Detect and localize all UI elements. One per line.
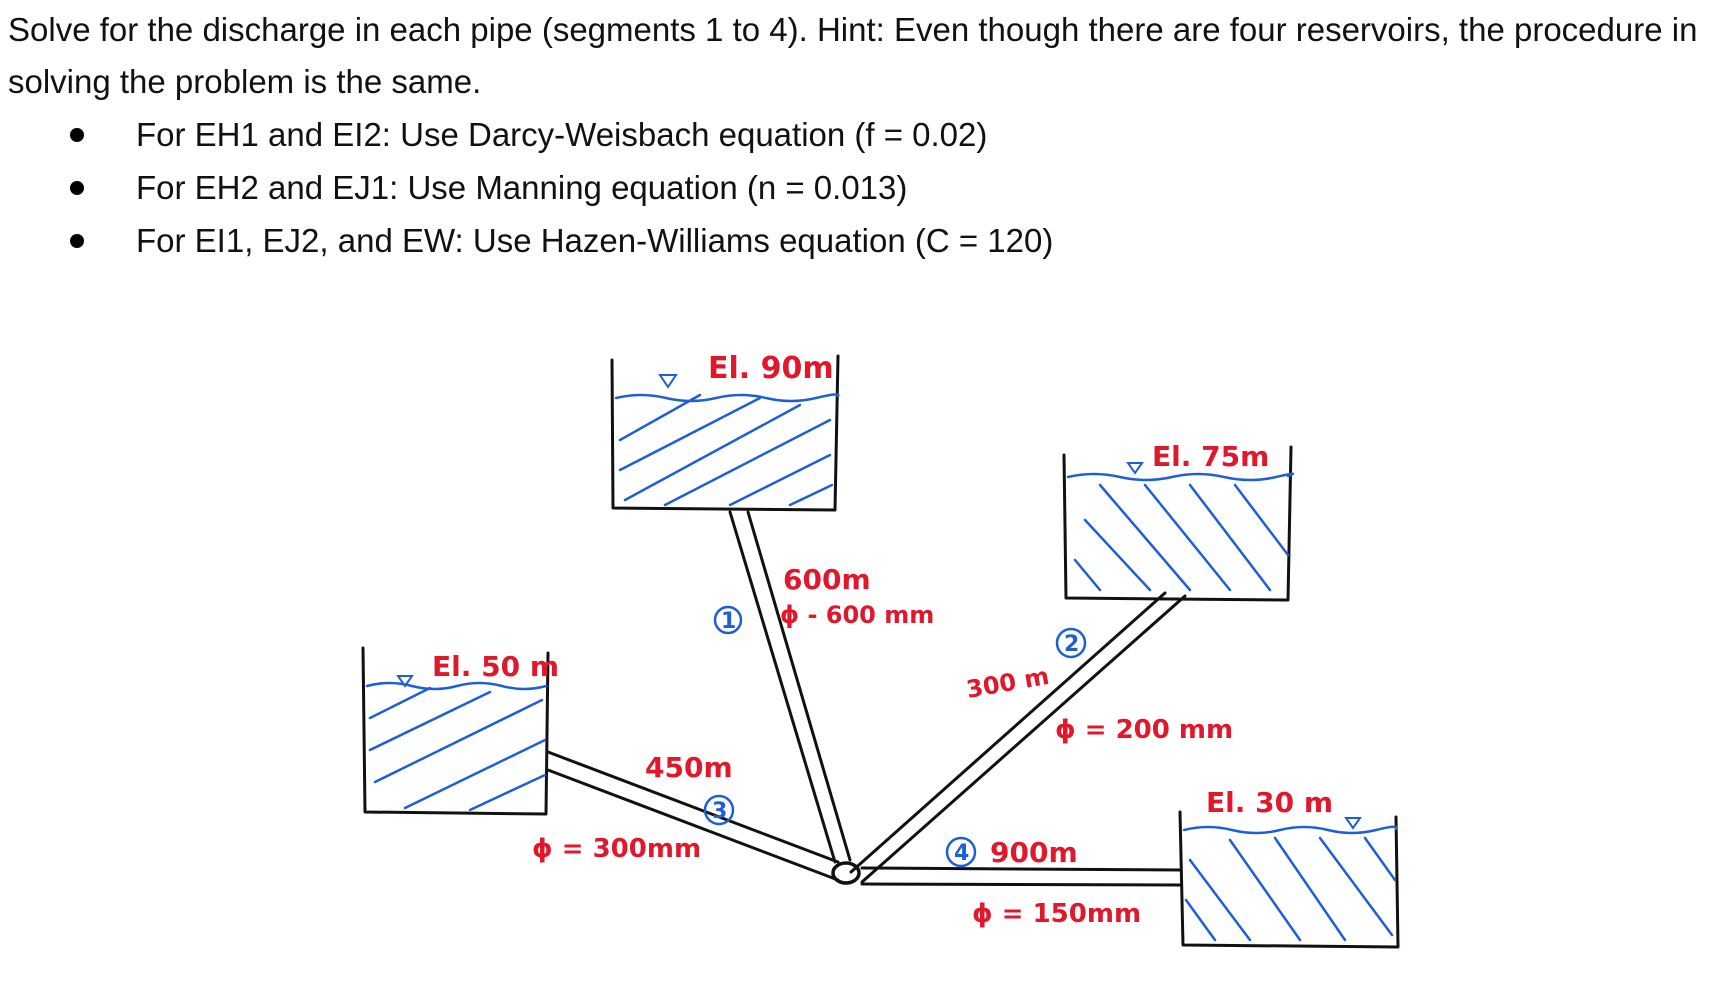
elevation-label-left: El. 50 m: [432, 650, 559, 683]
pipe-2: [849, 591, 1187, 884]
pipe-number-circle: [945, 836, 977, 868]
equation-rule-3: For EI1, EJ2, and EW: Use Hazen-Williams…: [136, 222, 1054, 259]
pipe-2-diameter: ϕ = 200 mm: [1055, 715, 1233, 745]
equation-list: For EH1 and EI2: Use Darcy-Weisbach equa…: [8, 108, 1708, 267]
pipe-1: [728, 510, 852, 864]
pipe-3: [546, 750, 840, 882]
water-surface-icon: [1126, 462, 1144, 475]
water-surface-icon: [396, 675, 414, 688]
pipe-4-length: 900m: [990, 836, 1078, 869]
water-surface-icon: [1344, 817, 1362, 830]
pipe-number-2: 2: [1064, 632, 1079, 657]
problem-statement: Solve for the discharge in each pipe (se…: [8, 4, 1708, 267]
list-item: For EH2 and EJ1: Use Manning equation (n…: [8, 161, 1708, 214]
problem-prompt: Solve for the discharge in each pipe (se…: [8, 11, 1698, 100]
pipe-number-1: 1: [721, 609, 736, 634]
reservoir-right-upper: [1062, 445, 1295, 602]
reservoir-right-lower: [1178, 810, 1400, 949]
pipe-3-diameter: ϕ = 300mm: [532, 834, 701, 864]
pipe-number-circle: [703, 794, 735, 826]
pipe-4-diameter: ϕ = 150mm: [972, 899, 1141, 929]
equation-rule-2: For EH2 and EJ1: Use Manning equation (n…: [136, 169, 908, 206]
water-surface-icon: [658, 374, 678, 389]
list-item: For EH1 and EI2: Use Darcy-Weisbach equa…: [8, 108, 1708, 161]
list-item: For EI1, EJ2, and EW: Use Hazen-Williams…: [8, 214, 1708, 267]
reservoir-left: [361, 646, 550, 816]
bullet-icon: [70, 234, 84, 248]
pipe-junction: [831, 861, 861, 885]
pipe-4: [860, 866, 1182, 887]
reservoir-top: [610, 354, 840, 512]
bullet-icon: [70, 128, 84, 142]
pipe-1-diameter: ϕ - 600 mm: [780, 601, 934, 629]
pipe-number-3: 3: [712, 799, 727, 824]
pipe-number-4: 4: [954, 841, 969, 866]
equation-rule-1: For EH1 and EI2: Use Darcy-Weisbach equa…: [136, 116, 988, 153]
pipe-3-length: 450m: [645, 751, 733, 784]
pipe-number-circle: [1055, 627, 1087, 659]
elevation-label-right-upper: El. 75m: [1152, 440, 1269, 473]
bullet-icon: [70, 181, 84, 195]
elevation-label-top: El. 90m: [708, 351, 834, 386]
pipe-number-circle: [713, 605, 743, 635]
pipe-1-length: 600m: [783, 563, 871, 596]
pipe-2-length: 300 m: [964, 662, 1051, 704]
elevation-label-right-lower: El. 30 m: [1206, 786, 1333, 819]
